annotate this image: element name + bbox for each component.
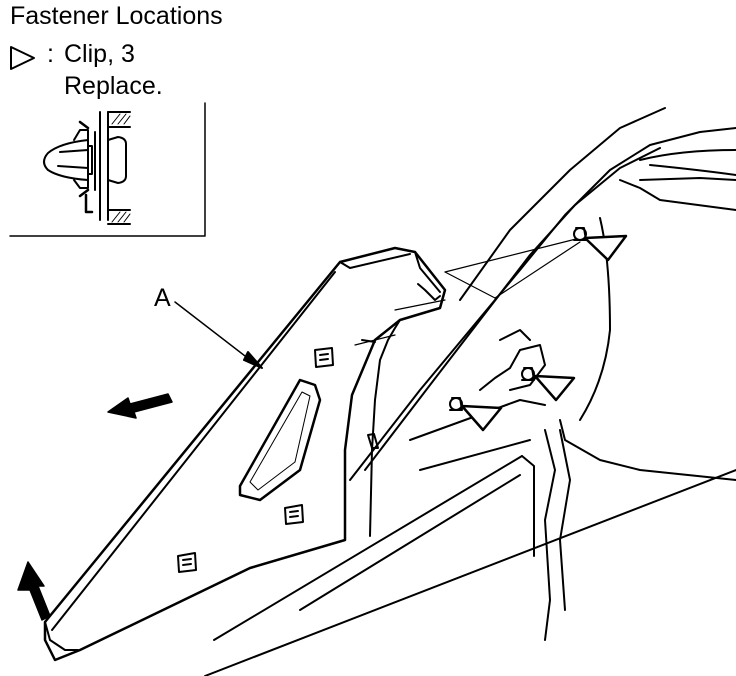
clip-triangle-icon	[460, 404, 503, 432]
legend-separator: :	[47, 40, 54, 68]
arrow-icon	[107, 393, 173, 419]
part-label-a: A	[154, 284, 171, 312]
clip-triangle-icon	[533, 374, 576, 402]
direction-arrows	[17, 393, 173, 621]
clip-icon	[521, 367, 535, 381]
body-clips	[449, 227, 587, 411]
clip-triangle-icon	[10, 46, 35, 70]
trim-panel-a	[43, 246, 447, 662]
clip-icon	[449, 397, 463, 411]
vehicle-body	[204, 107, 736, 676]
clip-triangle-markers	[460, 234, 628, 432]
legend-item: Clip, 3	[64, 40, 135, 68]
clip-marker	[284, 504, 304, 525]
clip-detail-inset	[9, 102, 206, 237]
legend-note: Replace.	[64, 72, 163, 100]
clip-location-markers	[177, 347, 334, 573]
clip-triangle-icon	[583, 234, 628, 262]
clip-icon	[573, 227, 587, 241]
hatched-panel	[99, 111, 131, 225]
clip-icon-detail	[43, 120, 127, 214]
arrow-icon	[17, 561, 51, 621]
clip-marker	[314, 347, 334, 368]
clip-marker	[177, 552, 197, 573]
leader-arrowhead	[243, 351, 263, 369]
page-title: Fastener Locations	[10, 2, 223, 30]
callout-lines	[174, 237, 581, 367]
